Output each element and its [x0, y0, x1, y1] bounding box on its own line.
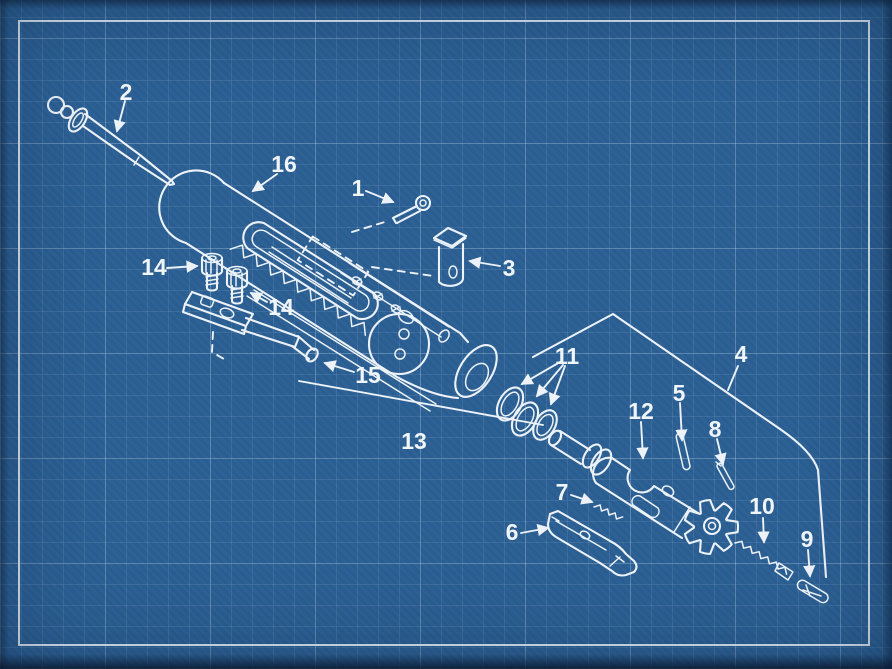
callout-label-14b: 14 [268, 294, 294, 320]
callout-2: 2 [113, 79, 133, 133]
part-15-key [181, 290, 319, 363]
callout-label-4: 4 [735, 341, 748, 367]
callout-label-16: 16 [271, 151, 297, 177]
callout-label-6: 6 [506, 519, 519, 545]
part-6-extractor [546, 509, 638, 577]
part-7-spring [593, 504, 624, 520]
part-10-spring [734, 540, 794, 581]
callout-14a: 14 [141, 254, 199, 280]
callout-12: 12 [628, 398, 654, 460]
part-1-retaining-pin [391, 194, 432, 225]
callout-15: 15 [323, 360, 381, 388]
callout-4: 4 [727, 341, 748, 391]
callout-7: 7 [556, 479, 594, 505]
callout-3: 3 [468, 255, 516, 281]
callout-label-7: 7 [556, 479, 569, 505]
bolt-lugs [683, 498, 740, 556]
part-2-firing-pin [46, 95, 176, 187]
part-3-cam-pin [432, 226, 468, 287]
callouts: 1 2 3 4 5 6 7 [113, 79, 816, 578]
callout-label-10: 10 [749, 493, 775, 519]
callout-14b: 14 [249, 292, 294, 320]
callout-label-5: 5 [673, 380, 686, 406]
part-5-pin [675, 432, 691, 471]
callout-11: 11 [520, 343, 580, 406]
callout-8: 8 [709, 416, 727, 466]
callout-label-1: 1 [352, 175, 365, 201]
callout-label-9: 9 [801, 526, 814, 552]
callout-label-14a: 14 [141, 254, 167, 280]
callout-9: 9 [801, 526, 816, 578]
callout-label-15: 15 [355, 362, 381, 388]
callout-16: 16 [251, 151, 297, 193]
callout-13: 13 [401, 428, 427, 454]
part-8-pin [715, 461, 735, 491]
callout-label-12: 12 [628, 398, 654, 424]
callout-1: 1 [352, 175, 395, 204]
callout-6: 6 [506, 519, 550, 545]
callout-label-8: 8 [709, 416, 722, 442]
callout-label-3: 3 [503, 255, 516, 281]
callout-10: 10 [749, 493, 775, 544]
callout-label-13: 13 [401, 428, 427, 454]
callout-label-11: 11 [555, 343, 580, 369]
callout-5: 5 [673, 380, 688, 442]
callout-label-2: 2 [120, 79, 133, 105]
part-9-pin [796, 579, 829, 604]
